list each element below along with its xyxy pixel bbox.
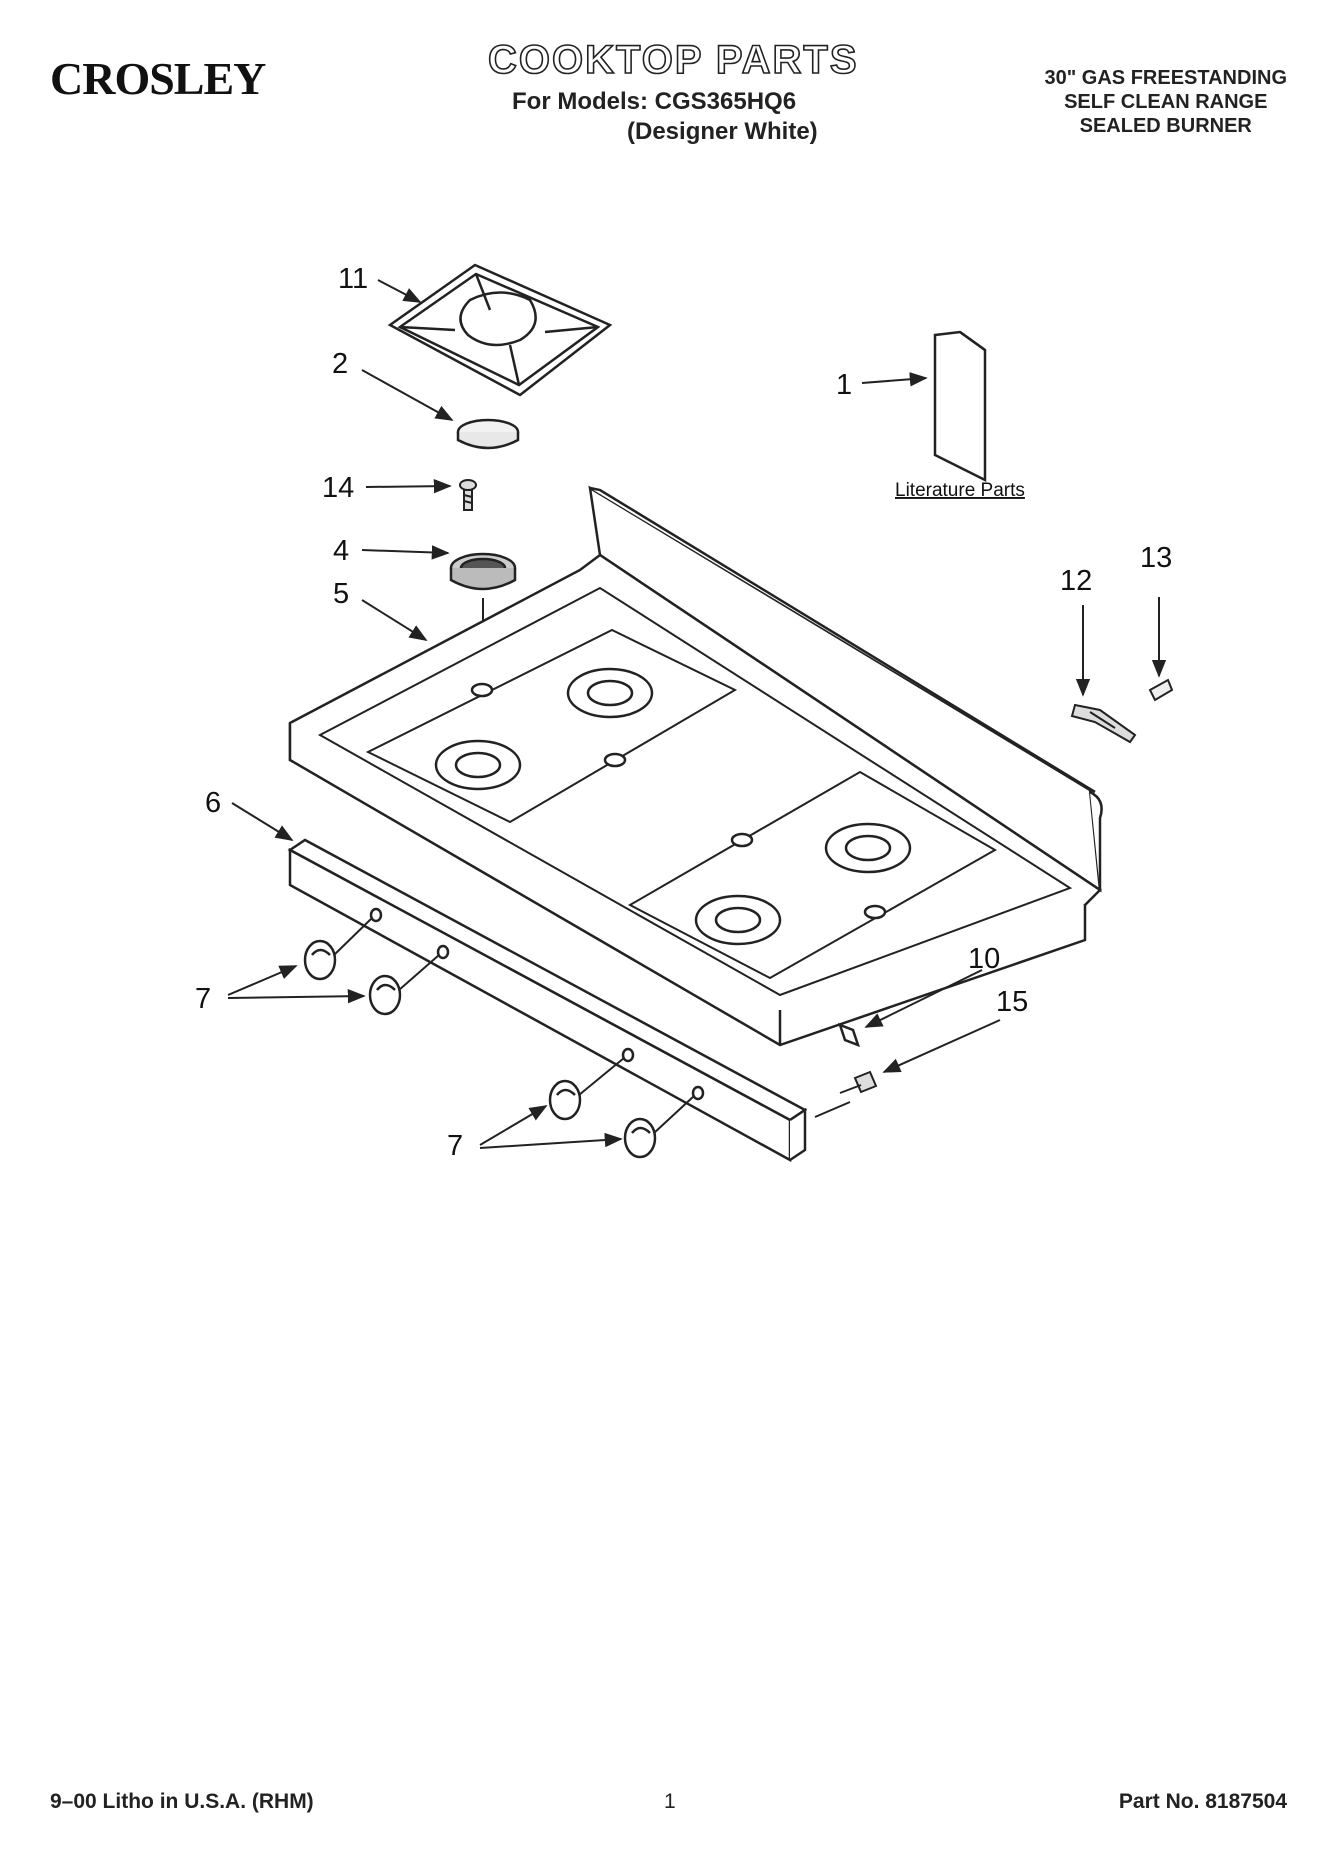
- callout-5: 5: [333, 578, 349, 610]
- model-color: (Designer White): [627, 118, 818, 145]
- knob: [623, 1095, 695, 1159]
- page-title: COOKTOP PARTS: [487, 37, 859, 83]
- panel-screw: [839, 1070, 878, 1094]
- callout-13: 13: [1140, 542, 1172, 574]
- burner-grate: [387, 263, 613, 397]
- callout-4: 4: [333, 535, 349, 567]
- mounting-clip: [837, 1022, 861, 1048]
- literature-booklet: [933, 330, 987, 483]
- screw: [459, 479, 477, 511]
- appliance-spec: 30" GAS FREESTANDING SELF CLEAN RANGE SE…: [1045, 66, 1287, 138]
- callout-6: 6: [205, 787, 221, 819]
- callout-14: 14: [322, 472, 354, 504]
- part-number: Part No. 8187504: [1118, 1790, 1287, 1813]
- callout-12: 12: [1060, 565, 1092, 597]
- callout-11: 11: [338, 263, 368, 295]
- control-knobs: [303, 917, 695, 1159]
- callout-1: 1: [836, 369, 852, 401]
- knob: [368, 954, 440, 1016]
- spec-line: SEALED BURNER: [1079, 115, 1252, 137]
- spec-line: 30" GAS FREESTANDING: [1044, 67, 1287, 89]
- knob: [548, 1057, 625, 1121]
- spark-electrode: [1148, 678, 1174, 702]
- print-info: 9–00 Litho in U.S.A. (RHM): [50, 1790, 314, 1813]
- brand-logo: CROSLEY: [50, 53, 266, 104]
- model-number: For Models: CGS365HQ6: [512, 88, 797, 115]
- control-panel: [287, 838, 808, 1163]
- igniter-bracket: [1070, 703, 1137, 744]
- callout-numbers: 11 2 14 4 5 6 7 7 1 13 12 10 15: [195, 263, 1172, 1162]
- callout-7: 7: [195, 983, 211, 1015]
- burner-cap: [456, 418, 520, 450]
- spec-line: SELF CLEAN RANGE: [1064, 91, 1268, 113]
- callout-15: 15: [996, 986, 1028, 1018]
- knob: [303, 917, 373, 981]
- callout-7: 7: [447, 1130, 463, 1162]
- callout-10: 10: [968, 943, 1000, 975]
- page-number: 1: [664, 1790, 676, 1813]
- callout-2: 2: [332, 348, 348, 380]
- callout-leaders: [227, 279, 1167, 1149]
- cooktop: [288, 485, 1103, 1047]
- literature-label: Literature Parts: [895, 480, 1025, 501]
